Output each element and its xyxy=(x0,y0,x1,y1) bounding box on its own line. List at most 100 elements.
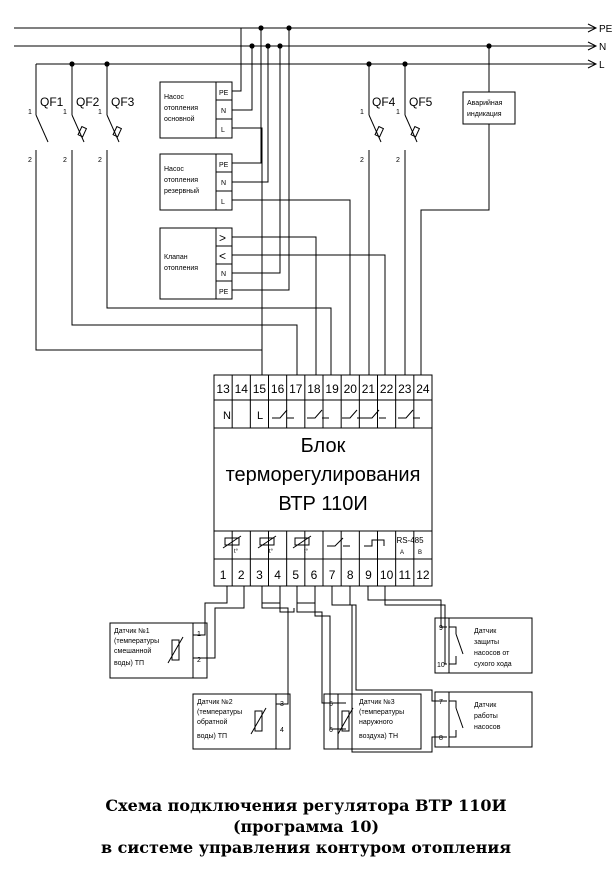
svg-text:1: 1 xyxy=(63,109,67,116)
svg-text:Датчик: Датчик xyxy=(474,702,497,709)
svg-text:N: N xyxy=(221,180,226,187)
bottom-terminal-9: 9 xyxy=(365,568,372,582)
rs485-label: RS-485 xyxy=(396,536,424,545)
svg-text:<: < xyxy=(219,249,226,263)
breaker-qf2: QF2 1 2 xyxy=(63,64,298,375)
svg-text:Клапан: Клапан xyxy=(164,254,188,261)
svg-text:1: 1 xyxy=(360,109,364,116)
l-arrow xyxy=(587,59,598,69)
l-rail-label: L xyxy=(599,60,605,71)
sensor-3-box: Датчик №3 (температуры наружного воздуха… xyxy=(323,693,422,750)
sensor-2-box: Датчик №2 (температуры обратной воды) ТП… xyxy=(192,693,291,750)
svg-text:10: 10 xyxy=(437,662,445,669)
svg-text:3: 3 xyxy=(280,701,284,708)
breaker-qf1: QF1 1 2 xyxy=(28,64,263,375)
sensor-input-symbols: t° t° t° xyxy=(222,535,312,555)
svg-text:наружного: наружного xyxy=(359,719,393,726)
svg-text:t°: t° xyxy=(304,549,309,555)
dry-run-sensor-box: Датчик защиты насосов от сухого хода 9 1… xyxy=(434,617,533,674)
svg-text:PE: PE xyxy=(219,90,229,97)
svg-text:8: 8 xyxy=(439,735,443,742)
top-terminal-20: 20 xyxy=(344,382,358,396)
n-arrow xyxy=(587,41,598,51)
n-rail-label: N xyxy=(599,42,606,53)
relay-contact-symbols xyxy=(272,409,420,419)
svg-text:Аварийная: Аварийная xyxy=(467,99,503,107)
svg-text:Датчик: Датчик xyxy=(474,628,497,635)
top-terminal-17: 17 xyxy=(289,382,303,396)
svg-text:сухого хода: сухого хода xyxy=(474,661,512,668)
svg-text:отопления: отопления xyxy=(164,177,198,184)
svg-text:1: 1 xyxy=(197,631,201,638)
svg-text:воды) ТП: воды) ТП xyxy=(197,733,227,740)
svg-text:(температуры: (температуры xyxy=(114,638,159,645)
top-terminal-13: 13 xyxy=(216,382,230,396)
svg-text:Датчик №3: Датчик №3 xyxy=(359,699,395,706)
breaker-label: QF4 xyxy=(372,95,396,109)
bottom-terminal-5: 5 xyxy=(292,568,299,582)
svg-text:Датчик №1: Датчик №1 xyxy=(114,628,150,635)
top-terminal-22: 22 xyxy=(380,382,394,396)
pe-arrow xyxy=(587,23,598,33)
breaker-qf5: QF5 1 2 xyxy=(396,64,433,375)
svg-text:обратной: обратной xyxy=(197,718,227,726)
breaker-label: QF5 xyxy=(409,95,433,109)
controller-title-line2: терморегулирования xyxy=(226,464,421,486)
terminal-n-label: N xyxy=(223,410,231,422)
top-terminal-14: 14 xyxy=(235,382,249,396)
bottom-terminal-8: 8 xyxy=(347,568,354,582)
bottom-terminal-7: 7 xyxy=(329,568,336,582)
svg-text:2: 2 xyxy=(63,157,67,164)
svg-text:индикация: индикация xyxy=(467,111,502,118)
breaker-label: QF1 xyxy=(40,95,64,109)
top-terminal-15: 15 xyxy=(253,382,267,396)
svg-text:L: L xyxy=(221,127,225,134)
svg-text:воздуха) ТН: воздуха) ТН xyxy=(359,733,398,740)
svg-text:L: L xyxy=(221,199,225,206)
svg-text:4: 4 xyxy=(280,727,284,734)
sensor-1-box: Датчик №1 (температуры смешанной воды) Т… xyxy=(109,622,208,679)
breaker-label: QF2 xyxy=(76,95,100,109)
svg-text:t°: t° xyxy=(234,549,239,555)
svg-text:Датчик №2: Датчик №2 xyxy=(197,699,233,706)
top-terminal-19: 19 xyxy=(325,382,339,396)
svg-text:основной: основной xyxy=(164,115,195,123)
top-terminal-24: 24 xyxy=(416,382,430,396)
svg-text:(температуры: (температуры xyxy=(359,709,404,716)
svg-text:PE: PE xyxy=(219,162,229,169)
bottom-terminal-12: 12 xyxy=(416,568,430,582)
top-terminal-16: 16 xyxy=(271,382,285,396)
svg-text:1: 1 xyxy=(28,109,32,116)
svg-text:9: 9 xyxy=(439,625,443,632)
pump-main-box: Насос отопления основной PE N L xyxy=(159,81,233,139)
controller-title-line3: ВТР 110И xyxy=(278,493,367,515)
top-terminal-21: 21 xyxy=(362,382,376,396)
svg-text:PE: PE xyxy=(219,289,229,296)
svg-text:1: 1 xyxy=(98,109,102,116)
svg-text:N: N xyxy=(221,271,226,278)
pump-run-sensor-box: Датчик работы насосов 7 8 xyxy=(434,691,533,748)
svg-text:насосов от: насосов от xyxy=(474,650,510,657)
svg-text:A: A xyxy=(400,550,404,556)
svg-text:резервный: резервный xyxy=(164,187,199,195)
svg-text:воды) ТП: воды) ТП xyxy=(114,660,144,667)
digital-input-symbols xyxy=(327,537,385,547)
alarm-box: Аварийная индикация xyxy=(462,91,516,125)
bottom-terminal-10: 10 xyxy=(380,568,394,582)
caption-line-3: в системе управления контуром отопления xyxy=(100,838,512,857)
svg-text:(температуры: (температуры xyxy=(197,709,242,716)
svg-text:1: 1 xyxy=(396,109,400,116)
top-terminal-23: 23 xyxy=(398,382,412,396)
svg-text:2: 2 xyxy=(28,157,32,164)
svg-text:защиты: защиты xyxy=(474,639,499,646)
bottom-terminal-4: 4 xyxy=(274,568,281,582)
caption-line-1: Схема подключения регулятора ВТР 110И xyxy=(105,796,507,815)
svg-text:6: 6 xyxy=(329,727,333,734)
svg-text:Насос: Насос xyxy=(164,166,184,173)
svg-text:B: B xyxy=(418,550,422,556)
svg-text:отопления: отопления xyxy=(164,105,198,112)
bottom-terminal-11: 11 xyxy=(399,568,412,582)
